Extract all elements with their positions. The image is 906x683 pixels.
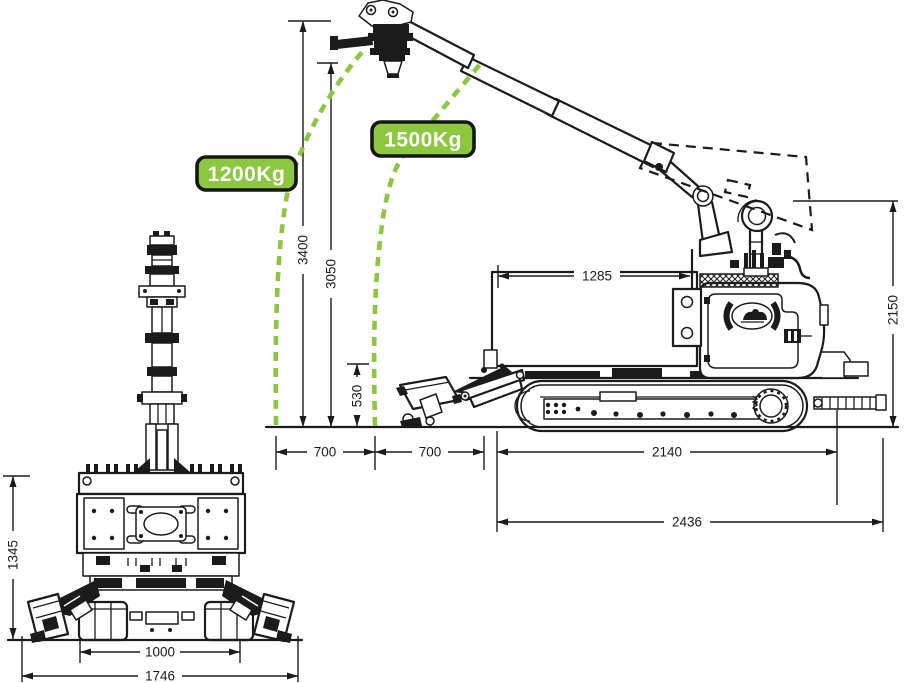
track-fender-front — [452, 366, 512, 394]
track-bolts — [545, 402, 737, 418]
rear-frame — [822, 351, 869, 379]
telescopic-boom — [389, 13, 676, 174]
door-hinge-top — [704, 297, 710, 304]
drive-sprocket — [751, 388, 789, 424]
dim-track-width: 1000 — [145, 645, 175, 660]
dim-hook-height: 3050 — [324, 259, 339, 289]
door-latch — [784, 329, 812, 343]
dim-overall-width: 1746 — [145, 669, 175, 683]
load-label-1500: 1500Kg — [370, 120, 476, 158]
engine-hood — [483, 270, 699, 369]
mast — [134, 231, 190, 472]
dim-front-height: 1345 — [6, 540, 21, 570]
load-labels: 1200Kg 1500Kg — [195, 120, 476, 192]
track-assembly-front — [77, 600, 255, 642]
outrigger-left — [26, 580, 100, 643]
door-hinge-bottom — [704, 355, 710, 362]
front-body — [75, 464, 247, 591]
dim-chassis-clearance: 530 — [350, 385, 365, 408]
dim-reach-offset-front: 700 — [314, 445, 337, 460]
dim-reach-offset-mid: 700 — [419, 445, 442, 460]
boom-dashed-outline — [638, 141, 814, 232]
load-label-1200: 1200Kg — [195, 155, 298, 192]
capacity-curve-1200 — [273, 48, 366, 426]
load-label-1500-text: 1500Kg — [384, 129, 462, 152]
dim-upper-body-length: 1285 — [582, 269, 612, 284]
door-emblem — [723, 301, 781, 331]
load-label-1200-text: 1200Kg — [208, 163, 286, 186]
dim-track-length: 2140 — [652, 445, 682, 460]
capacity-curves — [273, 48, 484, 427]
front-blade — [396, 368, 526, 427]
side-view-machine — [330, 0, 887, 433]
boom-tip-rotator-hook — [330, 0, 414, 78]
dim-overall-length: 2436 — [672, 515, 702, 530]
dimension-lines-front: 1345 1000 1746 — [3, 475, 304, 683]
dimension-lines-side: 3400 3050 530 700 700 2140 2436 1285 — [264, 20, 901, 532]
bolt-strip — [699, 273, 779, 288]
cab-body — [671, 248, 887, 411]
top-studs — [86, 464, 242, 473]
track-assembly-side — [440, 366, 809, 433]
dim-transport-height: 2150 — [886, 295, 901, 325]
dim-max-lift-height: 3400 — [296, 235, 311, 265]
front-view-machine — [26, 231, 296, 643]
rear-step-ladder — [813, 394, 887, 411]
capacity-curve-1500 — [371, 60, 484, 427]
